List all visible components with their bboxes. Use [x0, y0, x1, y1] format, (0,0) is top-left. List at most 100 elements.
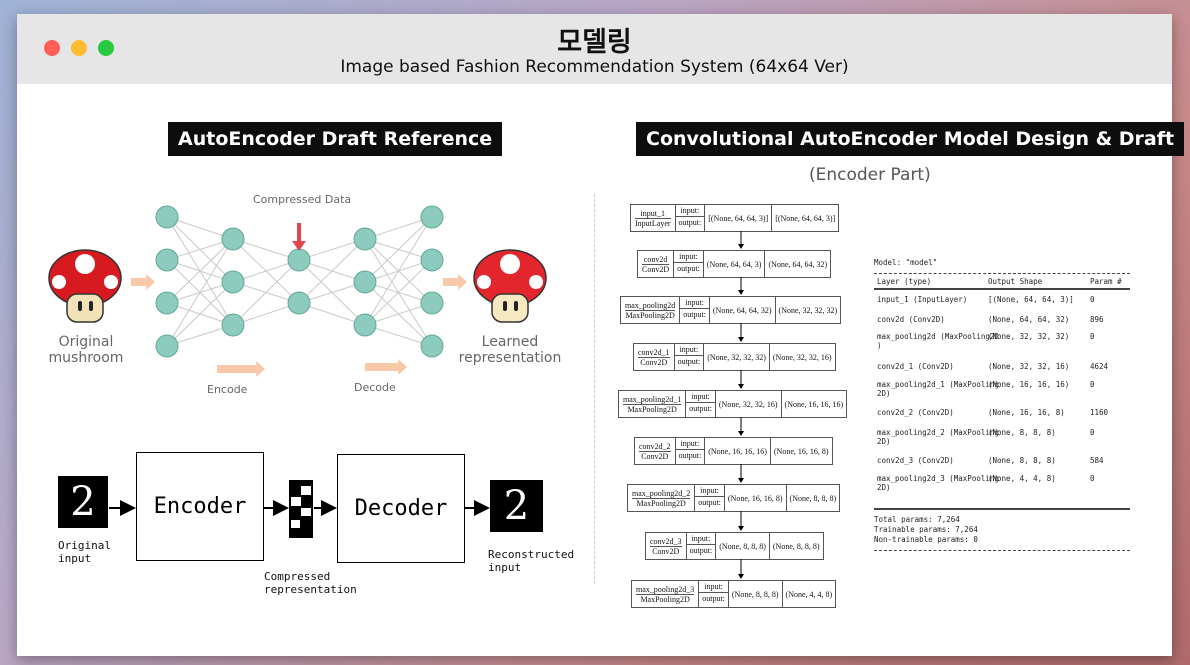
network-connection: [364, 216, 433, 326]
compressed-data-arrow-icon: [292, 223, 306, 251]
network-connection: [364, 302, 433, 326]
summary-shape-cell: (None, 16, 16, 8): [988, 408, 1065, 417]
summary-param-cell: 0: [1090, 332, 1095, 341]
original-mushroom-label: Original mushroom: [48, 334, 124, 366]
graph-input-label: input:: [675, 205, 705, 217]
summary-layer-cell: max_pooling2d_2 (MaxPooling 2D): [877, 428, 999, 446]
network-connection: [298, 281, 366, 304]
graph-output-label: output:: [678, 218, 702, 227]
network-node: [155, 205, 179, 229]
graph-node-type: Conv2D: [640, 357, 668, 367]
network-node: [353, 270, 377, 294]
graph-input-shape: (None, 32, 32, 16): [716, 391, 782, 417]
graph-input-shape: (None, 8, 8, 8): [729, 581, 783, 607]
summary-shape-cell: (None, 16, 16, 16): [988, 380, 1070, 389]
graph-node-name: conv2d_2: [639, 441, 671, 452]
graph-output-shape: (None, 32, 32, 32): [778, 305, 838, 315]
compressed-representation-label: Compressed representation: [264, 570, 357, 596]
graph-output-label: output:: [677, 264, 700, 273]
summary-total-params: Total params: 7,264: [874, 515, 960, 524]
arrow-down-icon: [738, 478, 744, 483]
flow-arrow-icon: [365, 359, 407, 375]
graph-input-shape: (None, 16, 16, 8): [725, 485, 787, 511]
graph-node-name: conv2d_3: [650, 536, 682, 547]
summary-non-trainable-params: Non-trainable params: 0: [874, 535, 978, 544]
network-connection: [166, 281, 234, 347]
graph-node-name: input_1: [635, 209, 671, 219]
graph-input-label: input:: [686, 391, 715, 403]
summary-shape-cell: (None, 64, 64, 32): [988, 315, 1070, 324]
network-node: [155, 248, 179, 272]
graph-output-shape: (None, 8, 8, 8): [772, 541, 820, 551]
network-connection: [232, 259, 300, 283]
network-connection: [166, 216, 234, 240]
graph-input-label: input:: [680, 297, 709, 309]
graph-node-name: max_pooling2d: [625, 300, 676, 311]
network-connection: [232, 238, 300, 261]
network-node: [221, 313, 245, 337]
autoencoder-network-diagram: [131, 205, 467, 377]
summary-shape-cell: (None, 8, 8, 8): [988, 428, 1056, 437]
encoder-part-label: (Encoder Part): [809, 165, 931, 185]
network-node: [287, 248, 311, 272]
graph-input-shape: [(None, 64, 64, 3)]: [705, 205, 773, 231]
close-window-button[interactable]: [44, 40, 60, 56]
graph-output-shape: (None, 32, 32, 16): [772, 352, 832, 362]
network-connection: [364, 216, 433, 240]
graph-output-shape: (None, 8, 8, 8): [789, 493, 837, 503]
summary-shape-cell: [(None, 64, 64, 3)]: [988, 295, 1074, 304]
cae-design-title: Convolutional AutoEncoder Model Design &…: [636, 122, 1185, 156]
summary-param-cell: 1160: [1090, 408, 1109, 417]
summary-param-cell: 0: [1090, 295, 1095, 304]
network-node: [353, 313, 377, 337]
arrow-down-icon: [738, 431, 744, 436]
summary-shape-cell: (None, 8, 8, 8): [988, 456, 1056, 465]
encode-label: Encode: [207, 383, 248, 396]
summary-param-cell: 0: [1090, 428, 1095, 437]
summary-layer-cell: max_pooling2d_3 (MaxPooling 2D): [877, 474, 999, 492]
graph-node-type: Conv2D: [641, 451, 669, 461]
summary-separator: [874, 550, 1130, 551]
network-node: [221, 270, 245, 294]
network-node: [155, 334, 179, 358]
original-digit-image: 2: [58, 476, 108, 528]
graph-node-name: conv2d_1: [638, 347, 670, 358]
graph-output-label: output:: [683, 310, 706, 319]
summary-header-param: Param #: [1090, 277, 1122, 286]
graph-node-name: max_pooling2d_2: [632, 488, 691, 499]
minimize-window-button[interactable]: [71, 40, 87, 56]
network-node: [420, 334, 444, 358]
network-node: [287, 291, 311, 315]
graph-node-type: MaxPooling2D: [640, 594, 690, 604]
graph-output-label: output:: [702, 594, 725, 603]
graph-input-label: input:: [695, 485, 724, 497]
window-title: 모델링: [557, 27, 632, 58]
summary-separator: [874, 273, 1130, 274]
summary-layer-cell: conv2d_2 (Conv2D): [877, 408, 954, 417]
graph-output-label: output:: [698, 498, 721, 507]
flow-arrow-icon: [217, 361, 265, 377]
graph-output-shape: (None, 4, 4, 8): [785, 589, 833, 599]
summary-param-cell: 4624: [1090, 362, 1109, 371]
summary-shape-cell: (None, 32, 32, 32): [988, 332, 1070, 341]
maximize-window-button[interactable]: [98, 40, 114, 56]
graph-node-type: Conv2D: [652, 546, 680, 556]
learned-mushroom-image: [473, 249, 547, 323]
network-node: [221, 227, 245, 251]
network-node: [420, 205, 444, 229]
network-connection: [298, 238, 366, 304]
graph-input-shape: (None, 32, 32, 32): [704, 344, 770, 370]
graph-connector-arrows: [738, 231, 744, 579]
summary-model-line: Model: "model": [874, 258, 938, 267]
decoder-box: Decoder: [337, 454, 465, 563]
graph-input-shape: (None, 64, 64, 32): [710, 297, 776, 323]
autoencoder-reference-title: AutoEncoder Draft Reference: [168, 122, 503, 156]
graph-node-type: InputLayer: [635, 218, 671, 228]
network-node: [420, 248, 444, 272]
